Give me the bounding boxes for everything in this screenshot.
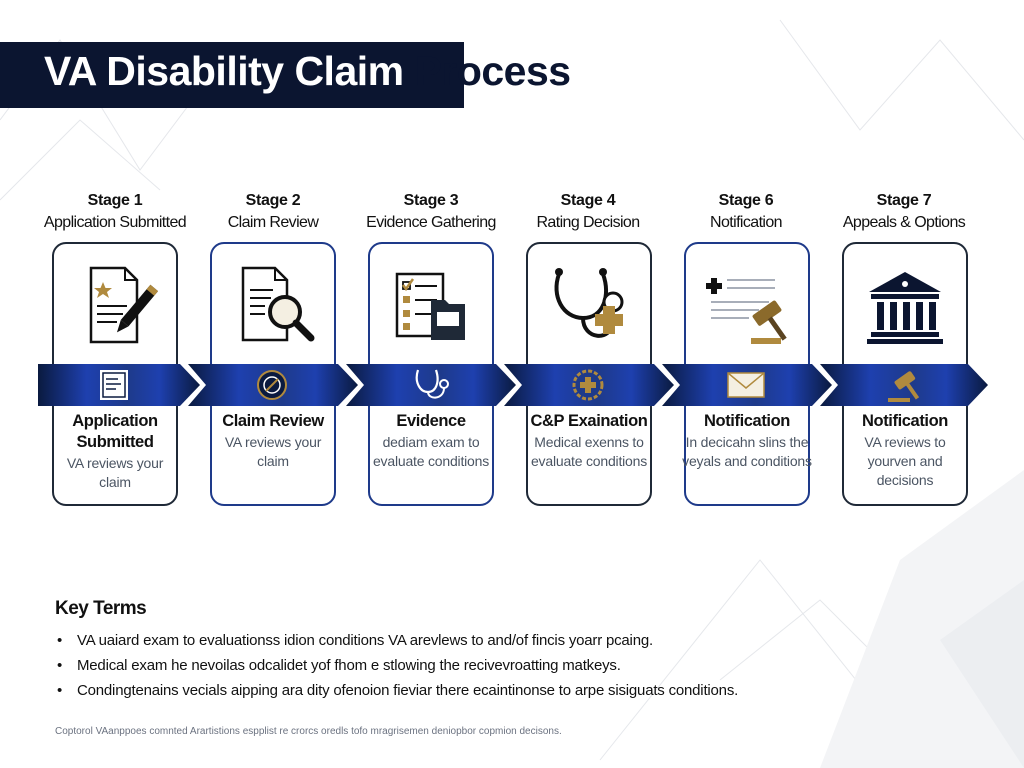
stage-name: Evidence Gathering xyxy=(366,214,496,231)
stage-number: Stage 3 xyxy=(403,192,459,209)
card-description: VA reviews your claim xyxy=(66,455,164,490)
stethoscope-icon xyxy=(554,268,624,338)
stage-header-4: Stage 4 Rating Decision xyxy=(503,190,673,234)
key-terms-title: Key Terms xyxy=(55,598,147,619)
list-item: • VA uaiard exam to evaluationss idion co… xyxy=(55,628,995,653)
list-item: • Medical exam he nevoilas odcalidet yof … xyxy=(55,653,995,678)
card-description: Medical exenns to evaluate conditions xyxy=(530,434,648,469)
stage-number: Stage 4 xyxy=(560,192,616,209)
application-document-icon xyxy=(89,266,159,344)
title-band xyxy=(0,42,464,108)
page-title: VA Disability Claim Process xyxy=(44,48,571,95)
stage-number: Stage 7 xyxy=(876,192,932,209)
card-title: Evidence xyxy=(396,412,466,430)
stethoscope-small-icon xyxy=(415,369,449,399)
stage-name: Appeals & Options xyxy=(842,214,966,231)
stage-number: Stage 6 xyxy=(718,192,774,209)
process-arrow-band xyxy=(38,364,988,406)
stage-card-2-text: Claim Review VA reviews your claim xyxy=(208,411,338,471)
stage-header-6: Stage 6 Notification xyxy=(661,190,831,234)
stage-header-1: Stage 1 Application Submitted xyxy=(30,190,200,234)
card-description: In decicahn slins the veyals and conditi… xyxy=(682,434,812,469)
bullet-icon: • xyxy=(57,632,63,649)
list-item: • Condingtenains vecials aipping ara dity… xyxy=(55,678,995,703)
gavel-icon xyxy=(888,371,920,402)
envelope-icon xyxy=(727,372,765,398)
stage-card-3-text: Evidence dediam exam to evaluate conditi… xyxy=(366,411,496,471)
stage-card-6-text: Notification In decicahn slins the veyal… xyxy=(682,411,812,471)
key-term-text: Condingtenains vecials aipping ara dity … xyxy=(77,682,739,699)
card-description: dediam exam to evaluate conditions xyxy=(372,434,490,469)
footnote: Coptorol VAanppoes comnted Arartistions … xyxy=(55,726,562,737)
key-term-text: Medical exam he nevoilas odcalidet yof f… xyxy=(77,657,621,674)
stage-name: Claim Review xyxy=(227,214,319,231)
card-description: VA reviews to yourven and decisions xyxy=(864,434,946,488)
card-title: C&P Exaination xyxy=(530,412,648,430)
stage-card-4-text: C&P Exaination Medical exenns to evaluat… xyxy=(524,411,654,471)
stage-card-7-text: Notification VA reviews to yourven and d… xyxy=(840,411,970,490)
key-terms-list: • VA uaiard exam to evaluationss idion co… xyxy=(55,628,995,703)
form-icon xyxy=(100,370,128,400)
card-title: Notification xyxy=(862,412,948,430)
courthouse-icon xyxy=(867,272,943,344)
stage-card-1-text: Application Submitted VA reviews your cl… xyxy=(50,411,180,492)
key-term-text: VA uaiard exam to evaluationss idion con… xyxy=(77,632,653,649)
document-gavel-icon xyxy=(706,278,787,344)
checklist-folder-icon xyxy=(395,272,465,340)
stage-name: Application Submitted xyxy=(43,214,187,231)
band-segment xyxy=(346,364,516,406)
stage-header-2: Stage 2 Claim Review xyxy=(188,190,358,234)
seal-icon xyxy=(257,370,287,400)
card-description: VA reviews your claim xyxy=(224,434,322,469)
stage-name: Rating Decision xyxy=(536,214,640,231)
page-title-part1: VA Disability Claim xyxy=(44,48,404,94)
stage-header-3: Stage 3 Evidence Gathering xyxy=(346,190,516,234)
bullet-icon: • xyxy=(57,682,63,699)
card-title: Application Submitted xyxy=(72,412,158,451)
bullet-icon: • xyxy=(57,657,63,674)
stage-name: Notification xyxy=(710,214,783,231)
stage-number: Stage 2 xyxy=(245,192,301,209)
document-magnifier-icon xyxy=(241,266,315,342)
stage-number: Stage 1 xyxy=(87,192,143,209)
stage-header-7: Stage 7 Appeals & Options xyxy=(819,190,989,234)
card-title: Claim Review xyxy=(222,412,324,430)
card-title: Notification xyxy=(704,412,790,430)
medical-badge-icon xyxy=(572,369,604,401)
page-title-part2: Process xyxy=(414,48,572,94)
